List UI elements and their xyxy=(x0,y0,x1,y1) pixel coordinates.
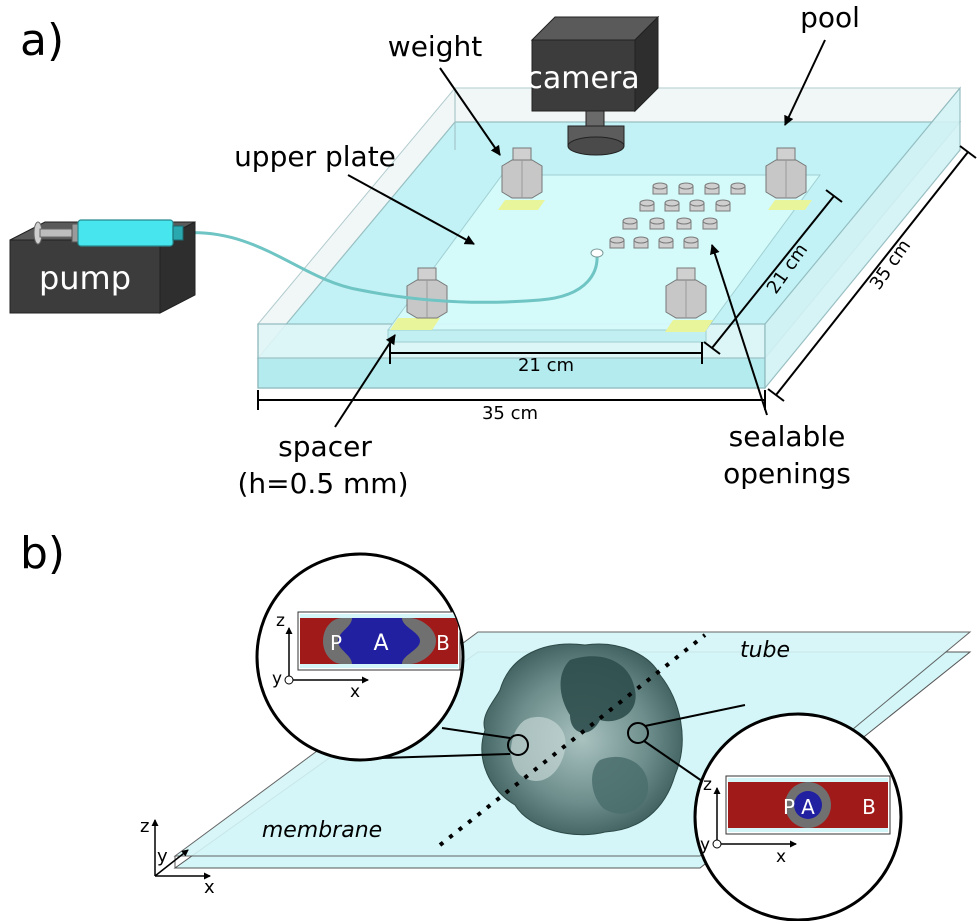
sealable-arrow xyxy=(710,244,768,416)
inset-left-a: A xyxy=(373,631,388,656)
interface-dotted-line xyxy=(438,633,707,847)
spacer-arrow xyxy=(334,334,396,428)
syringe xyxy=(33,219,184,247)
inset-right-axis-y: y xyxy=(700,835,710,855)
inset-left-b: B xyxy=(436,631,450,655)
axis-y-label: y xyxy=(157,846,168,867)
axes-triad: z y x xyxy=(140,816,215,898)
pool-label: pool xyxy=(800,1,860,34)
camera: camera xyxy=(526,15,660,156)
zoom-marker-left xyxy=(507,734,529,756)
weights xyxy=(406,147,807,319)
camera-label: camera xyxy=(526,61,639,96)
inlet-tubing xyxy=(182,231,604,304)
upper-plate-arrow xyxy=(347,174,475,245)
upper-plate xyxy=(387,174,821,343)
weight-arrow xyxy=(439,67,501,156)
zoom-connector-right-upper xyxy=(644,704,746,727)
weight-back-left xyxy=(501,147,543,199)
panel-a: a) xyxy=(9,1,977,500)
sealable-label-line2: openings xyxy=(723,457,851,490)
panel-b-label: b) xyxy=(20,528,65,579)
panel-b: b) tube membrane z y x xyxy=(20,528,972,921)
spacers xyxy=(390,200,812,332)
sealable-openings xyxy=(609,182,746,249)
zoom-marker-right xyxy=(627,722,649,744)
dimension-21-width: 21 cm xyxy=(389,342,703,376)
dim-35-width-label: 35 cm xyxy=(482,403,538,424)
membrane-label: membrane xyxy=(262,818,382,843)
inset-right-axis-x: x xyxy=(776,847,786,867)
pump: pump xyxy=(9,221,196,314)
inset-left-axis-z: z xyxy=(276,611,285,631)
zoom-connector-left-lower xyxy=(379,753,511,759)
inset-left-axis-y: y xyxy=(272,669,282,689)
upper-plate-label: upper plate xyxy=(234,140,396,173)
inset-right-a: A xyxy=(801,795,815,819)
pool-arrow xyxy=(784,39,826,126)
axis-z-label: z xyxy=(140,816,149,837)
dim-21-width-label: 21 cm xyxy=(518,355,574,376)
dimension-35-width: 35 cm xyxy=(257,390,766,424)
sealable-label-line1: sealable xyxy=(729,420,846,453)
pump-label: pump xyxy=(39,259,131,297)
inset-right-b: B xyxy=(862,795,876,819)
axis-x-label: x xyxy=(204,877,215,898)
inset-left: P A B z y x xyxy=(255,552,465,762)
weight-front-right xyxy=(665,267,707,319)
panel-a-label: a) xyxy=(20,15,64,66)
inset-left-p: P xyxy=(330,631,342,655)
weight-label: weight xyxy=(388,30,482,63)
zoom-connector-left-upper xyxy=(441,727,511,739)
weight-back-right xyxy=(765,147,807,199)
inset-left-axis-x: x xyxy=(350,682,360,702)
spacer-height-label: (h=0.5 mm) xyxy=(237,467,408,500)
inset-right: P A B z y x xyxy=(693,712,903,921)
tube-label: tube xyxy=(740,638,790,663)
chemical-garden-pattern xyxy=(481,643,683,836)
spacer-label: spacer xyxy=(278,430,372,463)
inset-right-axis-z: z xyxy=(703,775,712,795)
inset-right-p: P xyxy=(783,795,795,819)
